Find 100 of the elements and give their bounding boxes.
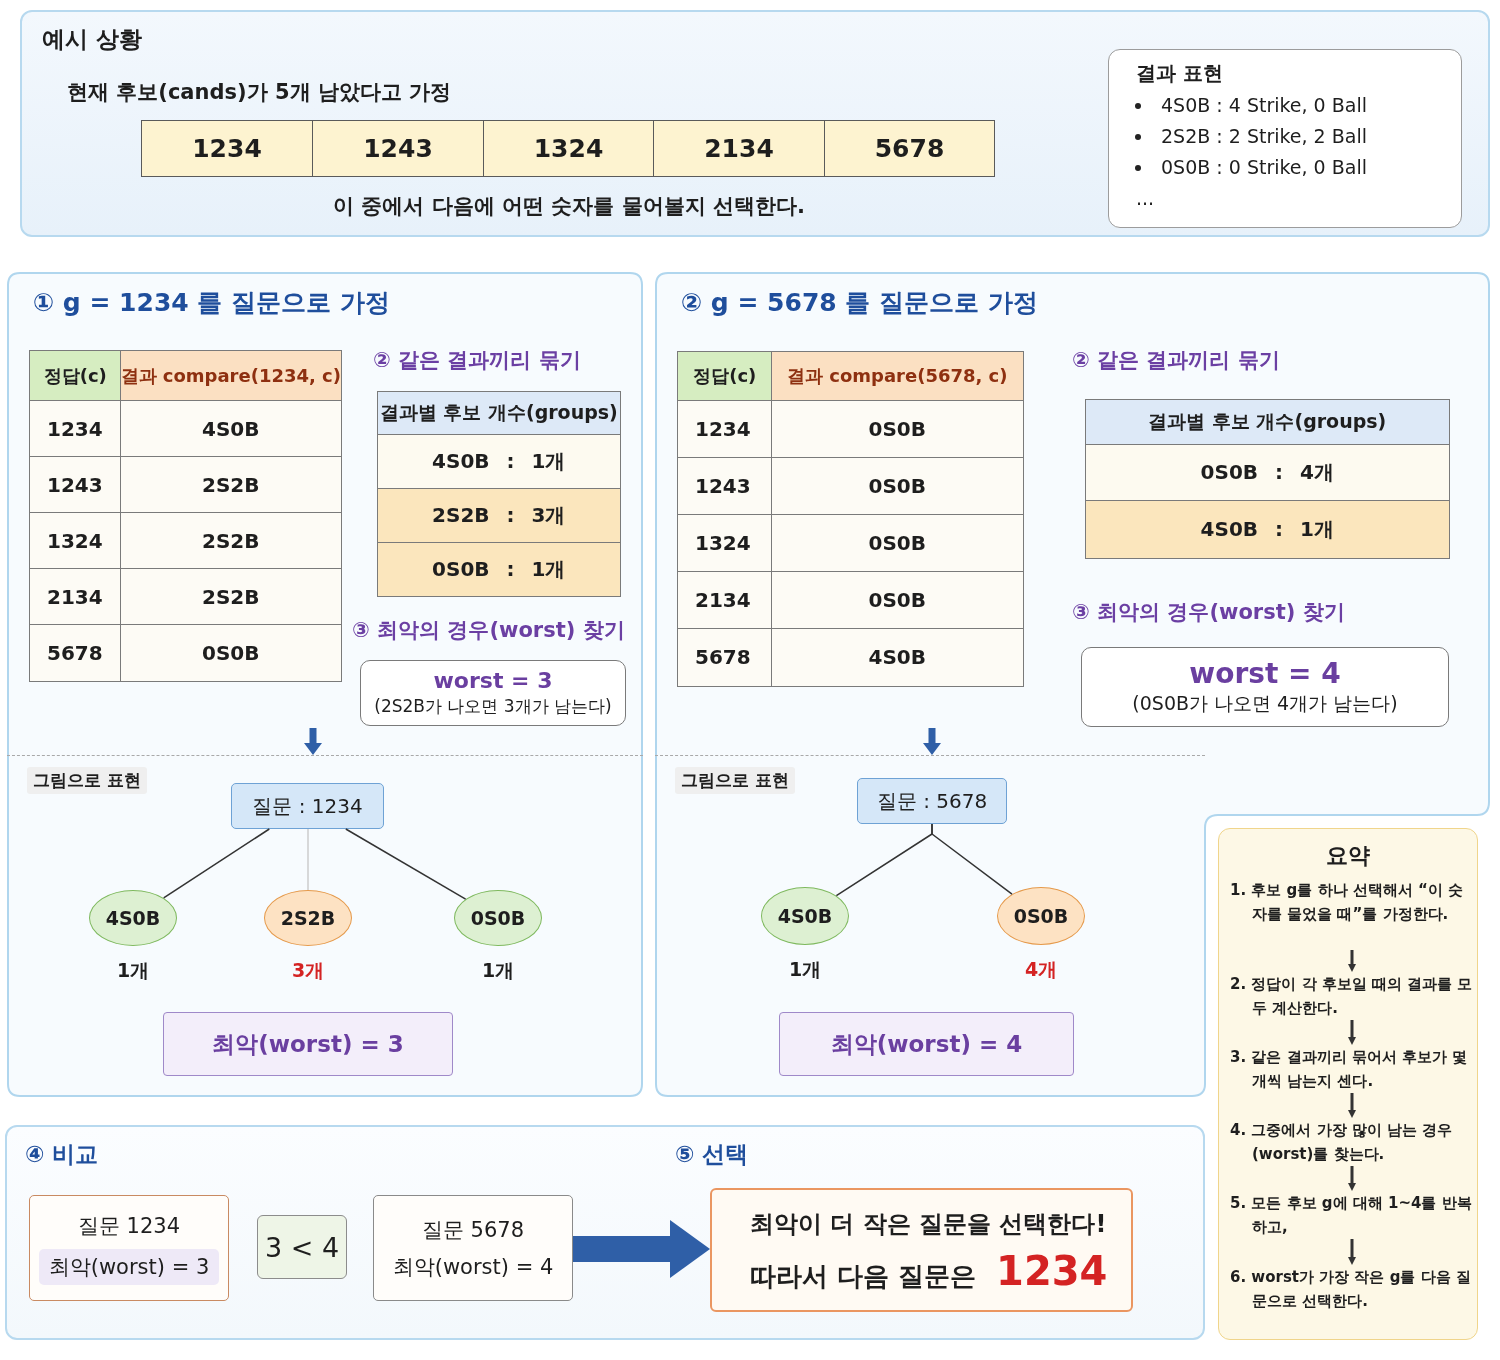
step-text: 5. 모든 후보 g에 대해 1~4를 반복하고, — [1230, 1191, 1474, 1239]
group-count-cell: 2S2B : 3개 — [377, 488, 621, 544]
column-header: 결과별 후보 개수(groups) — [1085, 399, 1450, 446]
notation-item: 0S0B : 0 Strike, 0 Ball — [1161, 156, 1367, 178]
candidate-cell: 1234 — [141, 120, 313, 177]
notation-box — [1108, 49, 1462, 228]
scenario-panel — [20, 10, 1490, 237]
arrow — [1348, 1166, 1356, 1191]
branch-line — [345, 828, 467, 900]
panel-heading: ⑤ 선택 — [675, 1140, 749, 1169]
conclusion-text: 최악이 더 작은 질문을 선택한다! — [750, 1209, 1107, 1240]
summary-panel — [1218, 828, 1478, 1340]
result-cell: 0S0B — [771, 571, 1024, 630]
box-heading: 결과 표현 — [1136, 60, 1223, 87]
group-count-cell: 4S0B : 1개 — [1085, 500, 1450, 559]
column-header: 결과별 후보 개수(groups) — [377, 391, 621, 436]
result-cell: 0S0B — [771, 400, 1024, 459]
answer-cell: 2134 — [677, 571, 773, 630]
answer-cell: 5678 — [29, 624, 122, 682]
step-text: 4. 그중에서 가장 많이 남는 경우(worst)를 찾는다. — [1230, 1118, 1474, 1166]
step-heading: ③ 최악의 경우(worst) 찾기 — [1072, 599, 1345, 626]
result-cell: 2S2B — [120, 512, 342, 570]
conclusion-text: 따라서 다음 질문은 — [750, 1260, 977, 1293]
worst-note: (0S0B가 나오면 4개가 남는다) — [1132, 690, 1398, 716]
result-cell: 0S0B — [771, 457, 1024, 516]
count-label: 1개 — [788, 957, 822, 982]
inequality-box: 3 < 4 — [257, 1215, 347, 1279]
block-arrow — [573, 1220, 710, 1278]
ellipsis-text: ... — [1136, 187, 1155, 209]
group-count-cell: 0S0B : 1개 — [377, 542, 621, 597]
count-label: 4개 — [1024, 957, 1058, 982]
panel-heading: ② g = 5678 를 질문으로 가정 — [681, 287, 1038, 319]
question-box: 질문 : 5678 — [857, 778, 1007, 824]
worst-label: 최악(worst) = 4 — [392, 1253, 554, 1281]
panel-heading: ① g = 1234 를 질문으로 가정 — [33, 287, 390, 319]
result-cell: 0S0B — [120, 624, 342, 682]
worst-result-box — [360, 660, 626, 726]
hypothesis-panel — [655, 272, 1490, 1097]
worst-value: worst = 4 — [1189, 657, 1341, 691]
step-text: 6. worst가 가장 작은 g를 다음 질문으로 선택한다. — [1230, 1265, 1474, 1313]
answer-cell: 1243 — [29, 456, 122, 514]
notation-item: 4S0B : 4 Strike, 0 Ball — [1161, 94, 1367, 116]
section-tag: 그림으로 표현 — [27, 767, 147, 794]
answer-cell: 1243 — [677, 457, 773, 516]
column-header: 결과 compare(1234, c) — [120, 350, 342, 402]
worst-result-box — [1081, 647, 1449, 727]
question-label: 질문 1234 — [77, 1212, 181, 1240]
answer-number: 1234 — [996, 1248, 1108, 1294]
branch-line — [307, 828, 309, 891]
question-card — [29, 1195, 229, 1301]
result-cell: 4S0B — [771, 628, 1024, 687]
step-text: 3. 같은 결과끼리 묶어서 후보가 몇 개씩 남는지 센다. — [1230, 1045, 1474, 1093]
candidate-cell: 5678 — [824, 120, 995, 177]
column-header: 정답(c) — [29, 350, 122, 402]
arrow — [1348, 1020, 1356, 1045]
result-cell: 4S0B — [120, 400, 342, 458]
panel-heading: ④ 비교 — [25, 1140, 99, 1169]
question-card — [373, 1195, 573, 1301]
panel-heading: 요약 — [1326, 842, 1370, 870]
arrow — [1348, 950, 1356, 972]
question-label: 질문 5678 — [421, 1216, 525, 1244]
step-text: 1. 후보 g를 하나 선택해서 “이 숫자를 물었을 때”를 가정한다. — [1230, 878, 1474, 950]
branch-line — [931, 823, 1013, 895]
candidate-cell: 2134 — [653, 120, 825, 177]
worst-box: 최악(worst) = 3 — [163, 1012, 453, 1076]
count-label: 1개 — [481, 958, 515, 983]
arrow — [1348, 1239, 1356, 1265]
answer-cell: 1234 — [677, 400, 773, 459]
worst-value: worst = 3 — [433, 668, 553, 695]
step-heading: ③ 최악의 경우(worst) 찾기 — [352, 617, 625, 644]
answer-cell: 1324 — [29, 512, 122, 570]
column-header: 정답(c) — [677, 351, 773, 402]
step-heading: ② 같은 결과끼리 묶기 — [1072, 347, 1280, 374]
branch-line — [162, 828, 271, 899]
conclusion-box — [710, 1188, 1133, 1312]
question-box: 질문 : 1234 — [231, 783, 384, 829]
section-tag: 그림으로 표현 — [675, 767, 795, 794]
answer-cell: 1234 — [29, 400, 122, 458]
instruction-text: 이 중에서 다음에 어떤 숫자를 물어볼지 선택한다. — [333, 193, 805, 220]
panel-heading: 예시 상황 — [42, 25, 142, 54]
step-heading: ② 같은 결과끼리 묶기 — [373, 347, 581, 374]
group-count-cell: 4S0B : 1개 — [377, 434, 621, 490]
result-cell: 2S2B — [120, 456, 342, 514]
result-cell: 2S2B — [120, 568, 342, 626]
answer-cell: 2134 — [29, 568, 122, 626]
count-label: 1개 — [116, 958, 150, 983]
candidate-cell: 1324 — [483, 120, 654, 177]
answer-cell: 1324 — [677, 514, 773, 573]
worst-label: 최악(worst) = 3 — [38, 1248, 220, 1285]
worst-box: 최악(worst) = 4 — [779, 1012, 1074, 1076]
notation-item: 2S2B : 2 Strike, 2 Ball — [1161, 125, 1367, 147]
column-header: 결과 compare(5678, c) — [771, 351, 1024, 402]
hypothesis-panel — [7, 272, 643, 1097]
arrow — [1348, 1093, 1356, 1118]
candidate-cell: 1243 — [312, 120, 484, 177]
answer-cell: 5678 — [677, 628, 773, 687]
worst-note: (2S2B가 나오면 3개가 남는다) — [374, 694, 612, 718]
step-text: 2. 정답이 각 후보일 때의 결과를 모두 계산한다. — [1230, 972, 1474, 1020]
result-cell: 0S0B — [771, 514, 1024, 573]
intro-text: 현재 후보(cands)가 5개 남았다고 가정 — [67, 79, 452, 106]
